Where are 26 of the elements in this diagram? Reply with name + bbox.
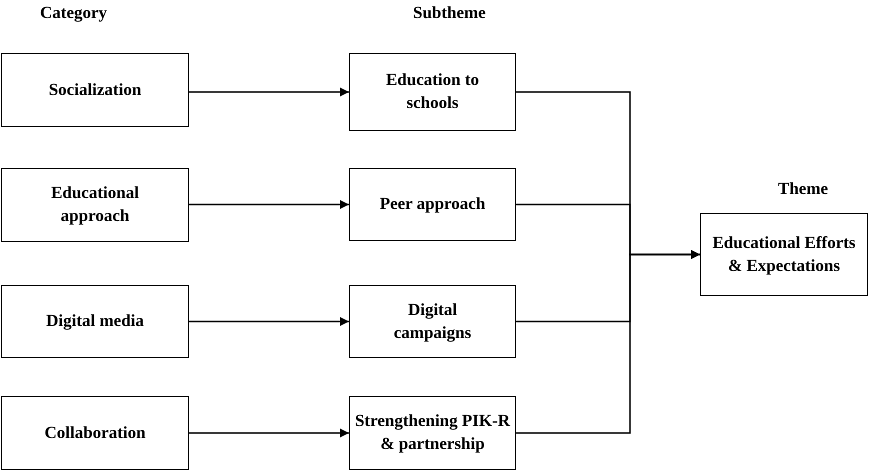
arrow	[516, 250, 700, 434]
box-label: Collaboration	[44, 422, 146, 442]
arrow	[189, 200, 349, 209]
process-box	[700, 213, 868, 296]
process-box	[1, 285, 189, 358]
box-label: Educational approach	[51, 183, 139, 225]
box-label: Digital media	[46, 311, 144, 330]
process-box	[349, 53, 516, 131]
arrow	[189, 317, 349, 326]
box-label: Education to schools	[386, 70, 480, 112]
process-box	[349, 396, 516, 470]
process-box	[1, 53, 189, 127]
arrow	[189, 428, 349, 438]
process-box	[349, 285, 516, 358]
column-heading: Subtheme	[413, 3, 486, 23]
column-heading: Theme	[778, 179, 828, 199]
box-label: Socialization	[48, 80, 142, 99]
arrow	[189, 88, 349, 96]
process-box	[1, 168, 189, 242]
column-heading: Category	[40, 3, 108, 23]
box-label: Digital campaigns	[394, 300, 472, 342]
box-label: Educational Efforts & Expectations	[712, 232, 856, 274]
process-box	[1, 396, 189, 470]
box-label: Strengthening PIK-R & partnership	[354, 411, 510, 453]
box-label: Peer approach	[380, 194, 486, 214]
process-box	[349, 168, 516, 241]
